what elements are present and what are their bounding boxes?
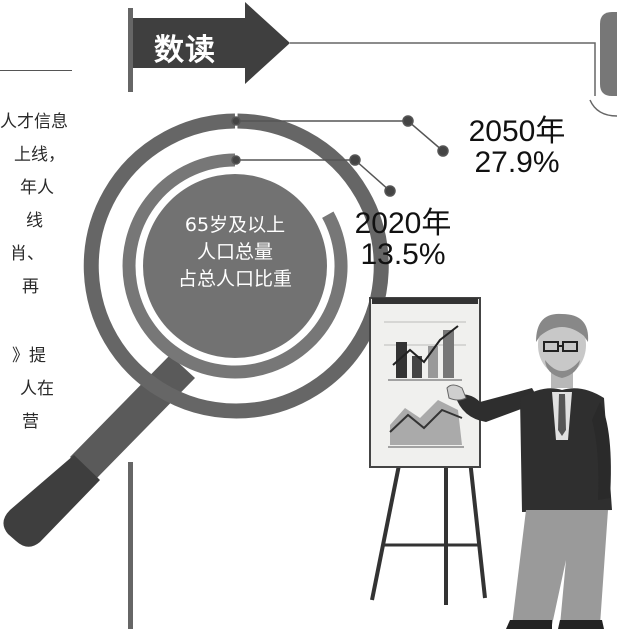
side-text-line: 年人 (20, 178, 54, 198)
side-text-line: 上线， (14, 145, 65, 165)
header-side-curve (589, 99, 617, 117)
center-label-line: 占总人口比重 (177, 268, 292, 290)
leader-2020 (231, 154, 396, 197)
side-text-line: 营 (22, 412, 39, 432)
side-text-line: 人才信息 (0, 112, 68, 132)
stat-2020-year: 2020年 (354, 207, 452, 240)
stat-2050-year: 2050年 (468, 115, 566, 148)
magnifier-handle (3, 355, 195, 547)
side-text-line: 肖、 (10, 244, 44, 264)
divider-top (128, 8, 133, 92)
header-rule (290, 42, 596, 96)
center-label: 65岁及以上 人口总量 占总人口比重 (155, 212, 315, 293)
stat-2020-value: 13.5% (360, 238, 446, 271)
center-label-line: 65岁及以上 (184, 214, 286, 236)
side-text-line: 》提 (12, 346, 46, 366)
side-text-line: 再 (22, 277, 39, 297)
center-label-line: 人口总量 (196, 241, 273, 263)
arc-2050 (83, 113, 389, 419)
header-side-box (600, 12, 617, 96)
center-disk (143, 174, 327, 358)
presenter-figure (446, 313, 612, 629)
divider-bottom (128, 462, 133, 629)
stat-2020: 2020年 13.5% (338, 208, 468, 270)
presentation-board (369, 297, 487, 605)
side-text-line: 线 (26, 211, 43, 231)
leader-2050 (231, 115, 449, 157)
header-arrow-badge (133, 2, 290, 84)
stat-2050-value: 27.9% (474, 146, 560, 179)
arc-2020 (122, 153, 348, 379)
side-text-line: 人在 (20, 379, 54, 399)
badge-label: 数读 (154, 33, 216, 68)
side-rule (0, 70, 72, 71)
stat-2050: 2050年 27.9% (452, 116, 582, 178)
